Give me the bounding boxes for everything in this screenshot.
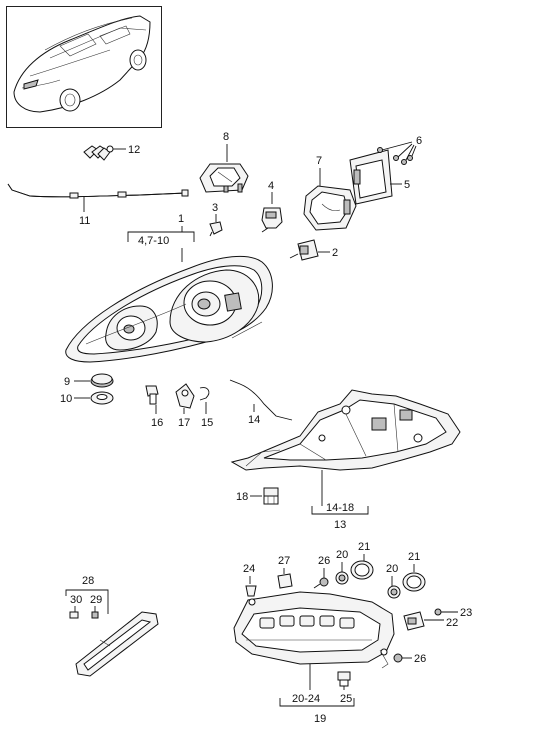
part-26-screw-bottom (393, 653, 412, 663)
part-20-holder-right (387, 585, 401, 599)
part-16-bolt (145, 385, 159, 414)
label-1: 1 (178, 213, 184, 225)
part-28-side-marker (75, 611, 159, 677)
part-11-wiring-harness (7, 183, 189, 212)
label-range-20-24: 20-24 (292, 693, 320, 705)
label-12: 12 (128, 144, 140, 156)
part-15-clip (199, 387, 210, 414)
part-21-cover-ring (350, 560, 374, 580)
label-5: 5 (404, 179, 410, 191)
label-22: 22 (446, 617, 458, 629)
label-26a: 26 (318, 555, 330, 567)
label-26b: 26 (414, 653, 426, 665)
label-29: 29 (90, 594, 102, 606)
label-21b: 21 (408, 551, 420, 563)
label-4: 4 (268, 180, 274, 192)
part-27-clip (277, 573, 293, 589)
label-16: 16 (151, 417, 163, 429)
part-17-bracket (175, 383, 195, 414)
label-19: 19 (314, 713, 326, 725)
label-17: 17 (178, 417, 190, 429)
label-20b: 20 (386, 563, 398, 575)
label-25: 25 (340, 693, 352, 705)
part-21-cover-ring-right (402, 572, 426, 592)
label-14: 14 (248, 414, 260, 426)
label-2: 2 (332, 247, 338, 259)
part-9-grommet (90, 373, 114, 388)
part-8-bulb-holder (199, 163, 249, 193)
part-5-control-unit (349, 149, 402, 205)
part-10-seal-ring (90, 391, 114, 405)
part-22-module (403, 611, 444, 631)
label-23: 23 (460, 607, 472, 619)
label-13: 13 (334, 519, 346, 531)
label-24: 24 (243, 563, 255, 575)
part-25-nut (337, 671, 351, 690)
label-9: 9 (64, 376, 70, 388)
label-10: 10 (60, 393, 72, 405)
part-23-screw (434, 608, 458, 616)
label-20a: 20 (336, 549, 348, 561)
part-24-clip (245, 585, 257, 597)
part-2-igniter (289, 239, 330, 261)
label-28: 28 (82, 575, 94, 587)
label-range-4-7-10: 4,7-10 (138, 235, 169, 247)
vehicle-illustration (13, 15, 151, 113)
part-29-30-bulb-socket (69, 611, 99, 619)
part-12-clips (83, 145, 126, 161)
label-18: 18 (236, 491, 248, 503)
part-18-nut (263, 487, 279, 505)
label-6: 6 (416, 135, 422, 147)
label-11: 11 (79, 215, 90, 227)
part-7-cover (303, 185, 357, 231)
part-3-bulb (209, 221, 223, 237)
part-4-bulb (261, 207, 283, 233)
part-13-carrier (230, 389, 461, 471)
part-6-screws (377, 141, 417, 165)
label-3: 3 (212, 202, 218, 214)
label-range-14-18: 14-18 (326, 502, 354, 514)
label-8: 8 (223, 131, 229, 143)
label-21a: 21 (358, 541, 370, 553)
label-7: 7 (316, 155, 322, 167)
part-1-headlight-assembly (65, 255, 273, 363)
part-20-holder (335, 571, 349, 585)
part-19-fog-light-assembly (233, 591, 395, 669)
label-30: 30 (70, 594, 82, 606)
part-14-rod (229, 379, 293, 421)
label-27: 27 (278, 555, 290, 567)
label-15: 15 (201, 417, 213, 429)
part-26-screw (313, 577, 329, 589)
